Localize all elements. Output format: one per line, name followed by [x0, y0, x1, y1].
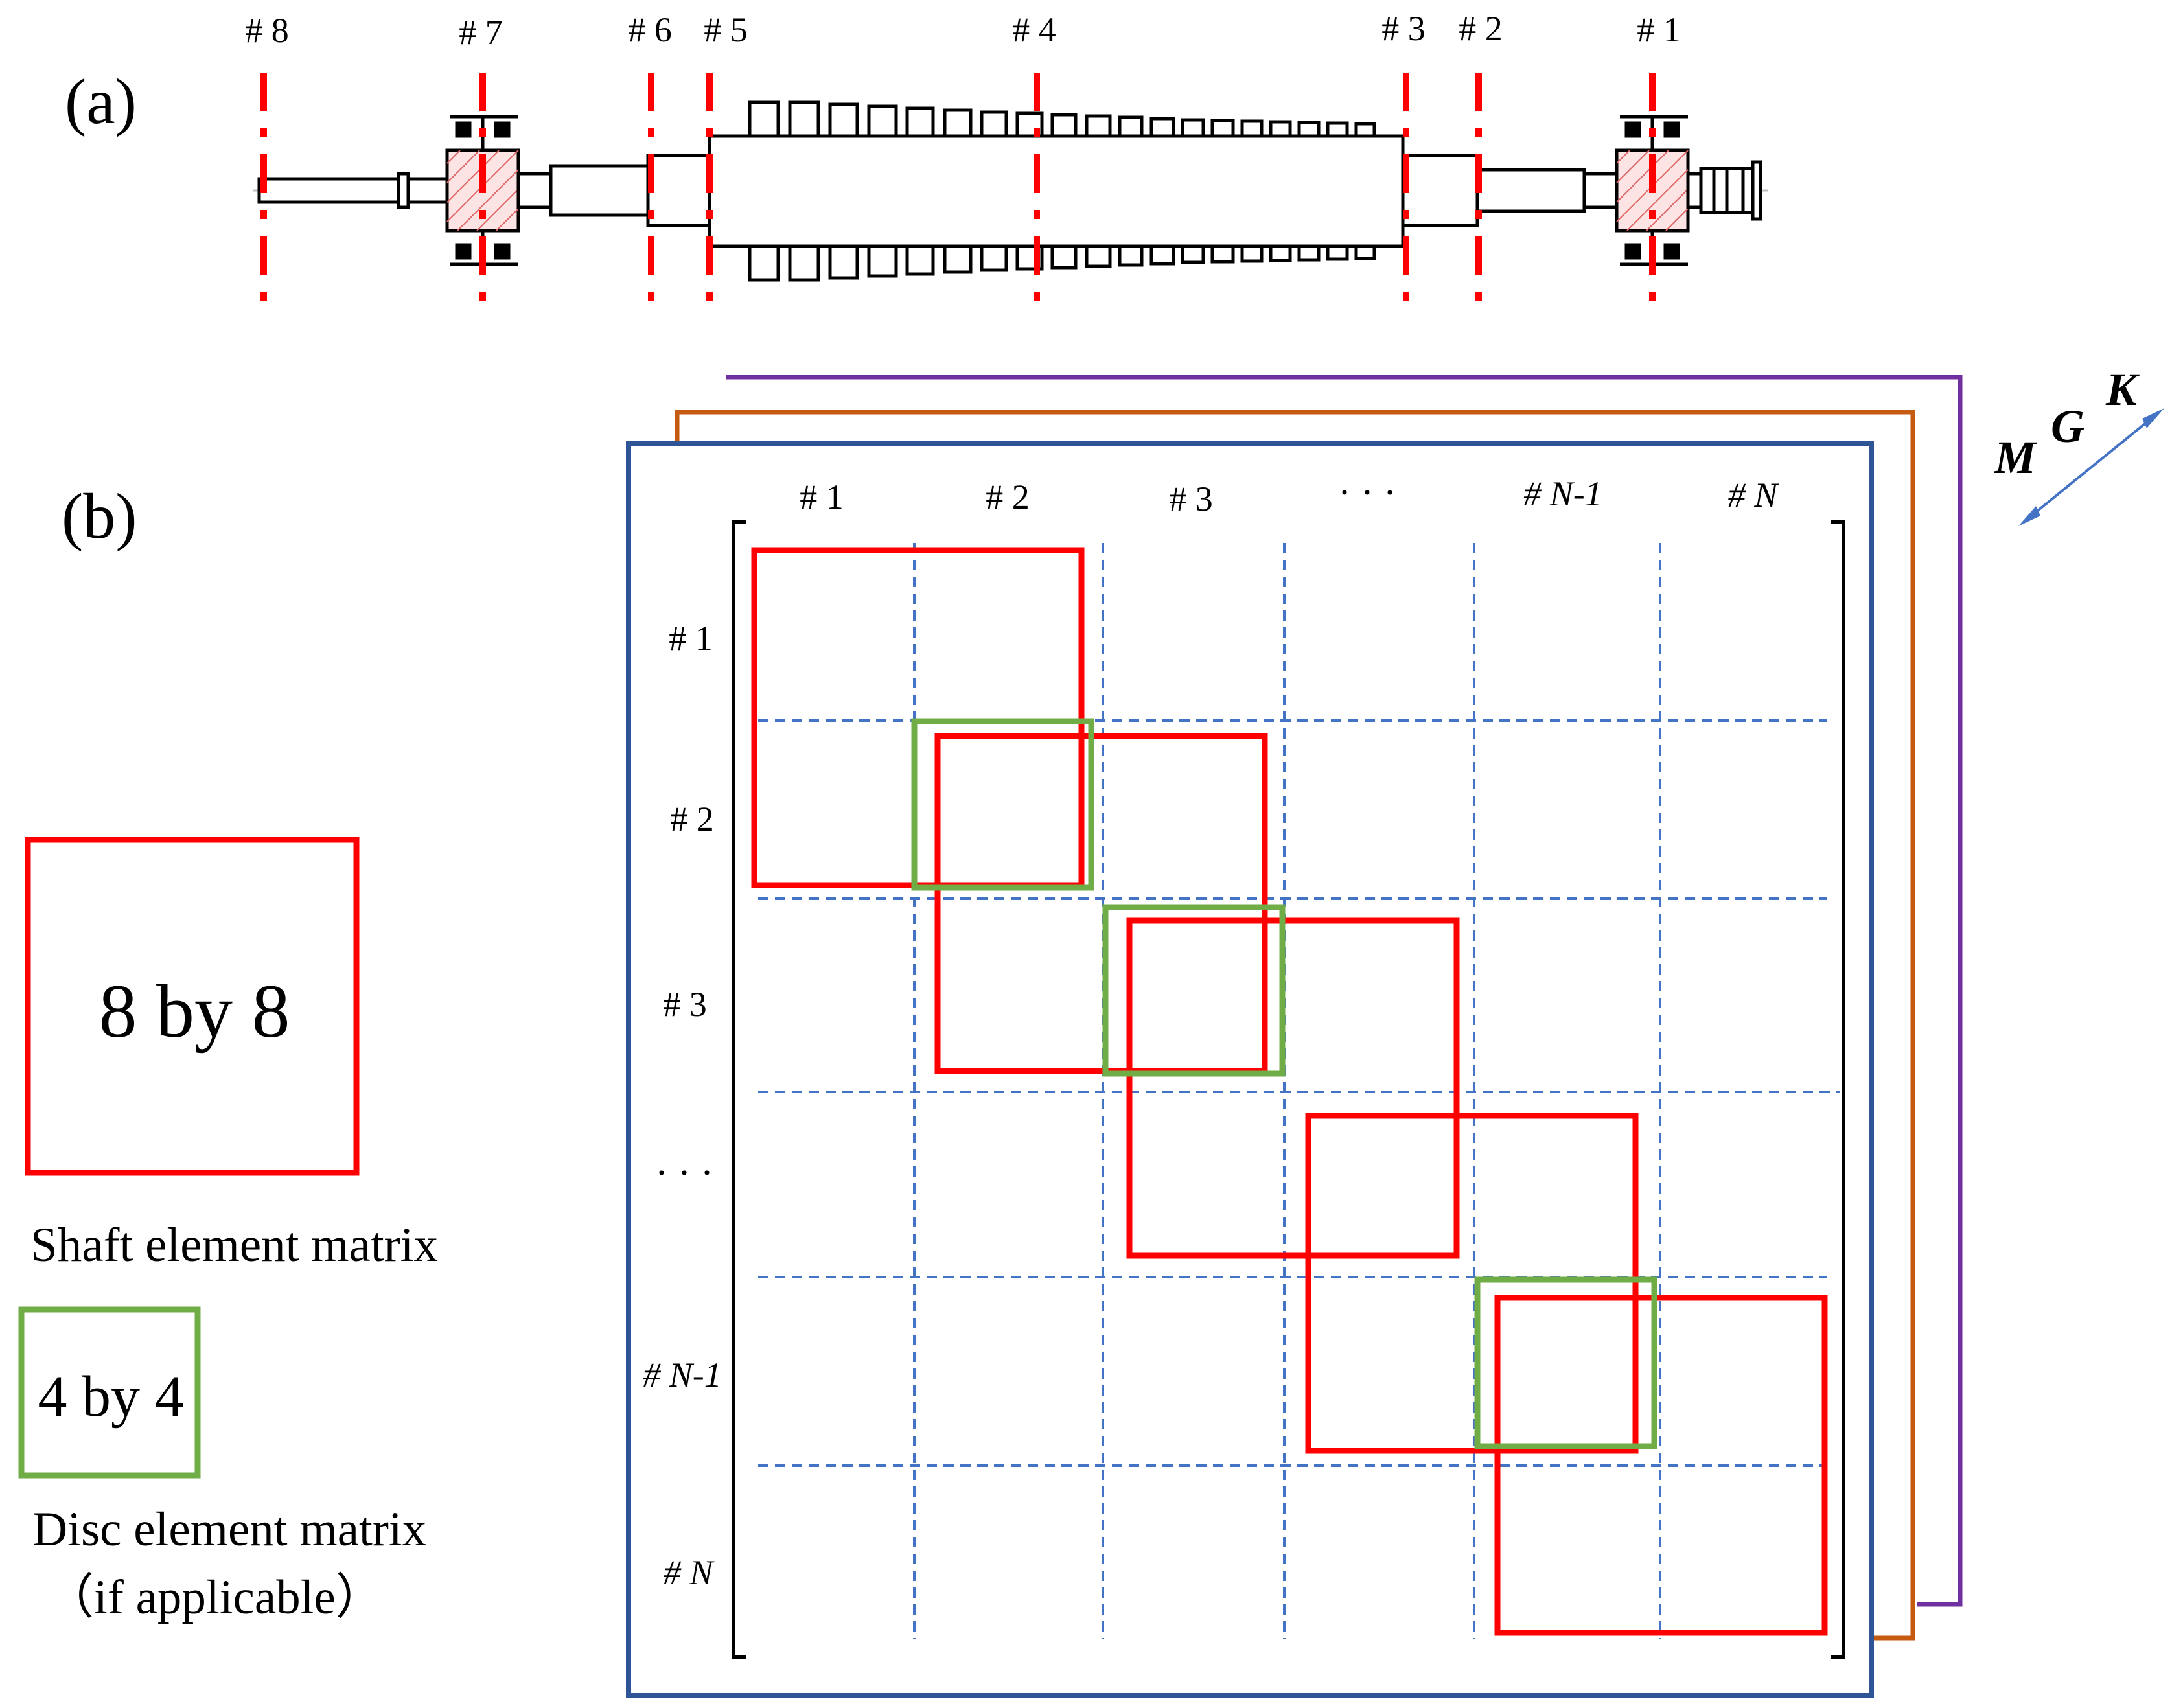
station-label-3: # 3: [1381, 9, 1426, 48]
layer-label-k: K: [2105, 364, 2140, 415]
row-header-1: # 1: [669, 619, 713, 658]
panel-a-label: (a): [65, 65, 137, 137]
col-header-1: # 1: [800, 478, 844, 516]
station-label-2: # 2: [1459, 9, 1503, 48]
row-header-3: # 3: [663, 985, 707, 1024]
station-label-1: # 1: [1637, 10, 1681, 49]
shaft-block-3: [1126, 917, 1460, 1259]
top-blades: [748, 100, 1376, 138]
col-header-n-1: # N-1: [1523, 474, 1602, 513]
layer-depth-arrow: [2018, 408, 2164, 526]
station-label-7: # 7: [459, 13, 503, 52]
row-header-2: # 2: [670, 800, 714, 838]
station-label-8: # 8: [245, 11, 289, 50]
layer-label-g: G: [2051, 400, 2085, 452]
matrix-bracket-right: [1831, 520, 1845, 1659]
legend-disc-box: [18, 1306, 201, 1479]
legend-disc-caption-note: （if applicable）: [45, 1571, 384, 1624]
legend-disc-box-text: 4 by 4: [38, 1365, 184, 1429]
shaft-block-2: [934, 733, 1268, 1074]
legend-shaft-box: [25, 837, 360, 1176]
col-header-ellipsis: · · ·: [1338, 471, 1396, 514]
panel-b-label: (b): [62, 480, 137, 552]
legend-shaft-caption: Shaft element matrix: [30, 1218, 438, 1272]
layer-frame-g: [675, 410, 1915, 1641]
shaft-block-5: [1494, 1295, 1828, 1636]
disc-block-1: [911, 718, 1094, 891]
col-header-3: # 3: [1169, 479, 1213, 518]
shaft-block-4: [1305, 1113, 1639, 1454]
disc-block-2: [1102, 904, 1286, 1077]
row-header-ellipsis: · · ·: [655, 1151, 713, 1194]
col-header-n: # N: [1728, 476, 1780, 514]
col-header-2: # 2: [986, 478, 1030, 516]
row-header-n: # N: [664, 1553, 715, 1592]
matrix-bracket-left: [732, 520, 746, 1659]
bottom-blades: [748, 244, 1376, 282]
legend-disc-caption: Disc element matrix: [32, 1503, 426, 1556]
station-label-5: # 5: [704, 10, 748, 49]
layer-frame-k: [726, 375, 1963, 1607]
legend-shaft-box-text: 8 by 8: [99, 969, 290, 1054]
disc-element-blocks: [911, 718, 1657, 1449]
layer-label-m: M: [1994, 432, 2038, 483]
row-header-n-1: # N-1: [643, 1356, 722, 1394]
drum-body: [708, 134, 1405, 248]
station-label-6: # 6: [628, 10, 672, 49]
disc-block-3: [1474, 1276, 1657, 1449]
station-label-4: # 4: [1012, 10, 1056, 49]
